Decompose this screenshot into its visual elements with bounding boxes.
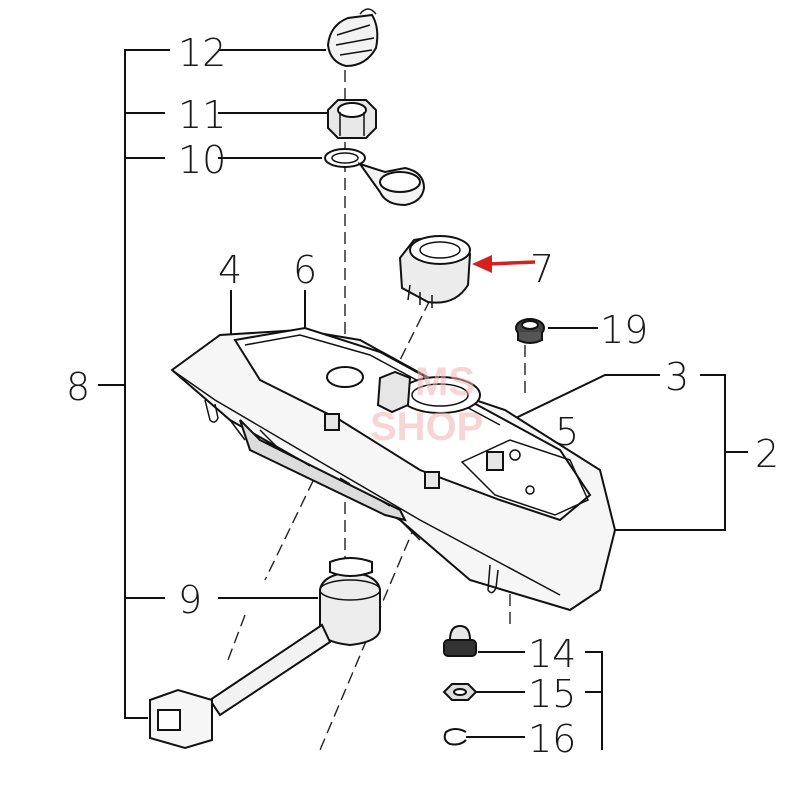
- callout-16: 16: [528, 717, 576, 761]
- callout-9: 9: [178, 578, 202, 622]
- fuel-gauge-7: [398, 235, 472, 308]
- callout-7: 7: [530, 247, 554, 291]
- callout-12: 12: [178, 31, 226, 75]
- grommet-19: [515, 318, 545, 344]
- callout-15: 15: [528, 672, 576, 716]
- callout-labels: 12 11 10 4 6 7 19 8 3 5 2 9 14 15 16: [66, 31, 779, 761]
- callout-14: 14: [528, 632, 576, 676]
- bolt-14: [443, 624, 477, 657]
- sender-unit-9: [149, 557, 381, 750]
- watermark-line1: MS: [415, 360, 475, 404]
- tank-body-2: [170, 326, 617, 612]
- fuel-cap-12: [326, 8, 379, 68]
- callout-19: 19: [600, 308, 648, 352]
- watermark: MS SHOP: [370, 360, 483, 449]
- callout-8: 8: [66, 365, 90, 409]
- callout-10: 10: [178, 138, 226, 182]
- nut-11: [327, 99, 377, 139]
- callout-11: 11: [178, 93, 226, 137]
- clip-16: [443, 728, 467, 746]
- callout-4: 4: [218, 248, 242, 292]
- watermark-line2: SHOP: [370, 405, 483, 449]
- callout-3: 3: [665, 355, 689, 399]
- gasket-cap-10: [324, 148, 426, 207]
- callout-5: 5: [555, 410, 579, 454]
- nut-15: [442, 683, 478, 701]
- red-arrow: [472, 255, 536, 273]
- callout-6: 6: [293, 248, 317, 292]
- callout-2: 2: [755, 432, 779, 476]
- group-bracket-8: [98, 49, 170, 719]
